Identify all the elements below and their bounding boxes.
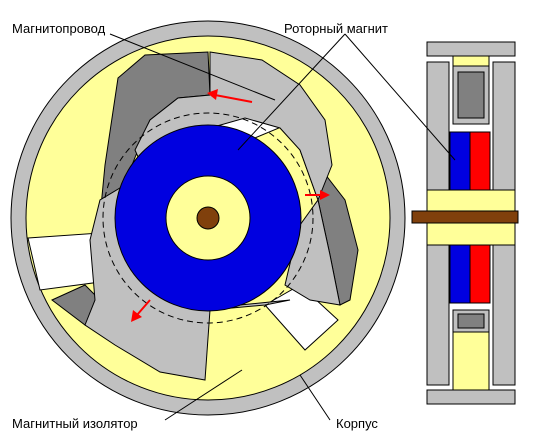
side-view (411, 41, 519, 405)
motion-arrows (131, 89, 330, 322)
side-wall-left-bottom (426, 244, 450, 386)
shaft (196, 206, 220, 230)
side-flange-top (426, 41, 516, 57)
side-core-top-dark (457, 71, 485, 119)
leader-insulator (164, 369, 243, 421)
side-shaft (411, 210, 519, 224)
leader-housing (299, 374, 331, 421)
side-magnet-blue-top (449, 131, 471, 191)
front-view (10, 20, 406, 416)
side-wall-right-top (492, 61, 516, 193)
label-housing: Корпус (336, 416, 378, 431)
arrow-right-head (320, 190, 330, 200)
side-magnet-blue-bottom (449, 244, 471, 304)
leader-core (109, 33, 276, 101)
side-magnet-red-top (469, 131, 491, 191)
leader-rotor-front (237, 33, 346, 151)
side-wall-right-bottom (492, 244, 516, 386)
side-flange-bottom (426, 389, 516, 405)
core-pole-top (134, 51, 333, 202)
arrow-bottom-head (131, 310, 142, 322)
side-insulator-top (452, 55, 490, 67)
label-magnetic-core: Магнитопровод (12, 21, 106, 36)
label-rotor-magnet: Роторный магнит (284, 21, 388, 36)
side-magnet-red-bottom (469, 244, 491, 304)
leader-rotor-side (344, 33, 456, 161)
leader-lines (109, 33, 456, 421)
label-magnetic-insulator: Магнитный изолятор (12, 416, 138, 431)
side-insulator-bottom (452, 331, 490, 391)
rotor-path-circle (102, 112, 314, 324)
side-wall-left-top (426, 61, 450, 193)
side-core-bottom-dark (457, 313, 485, 329)
arrow-bottom (136, 299, 151, 316)
gap-left (27, 232, 101, 291)
arrow-top-head (207, 89, 218, 100)
arrow-top (214, 94, 253, 103)
